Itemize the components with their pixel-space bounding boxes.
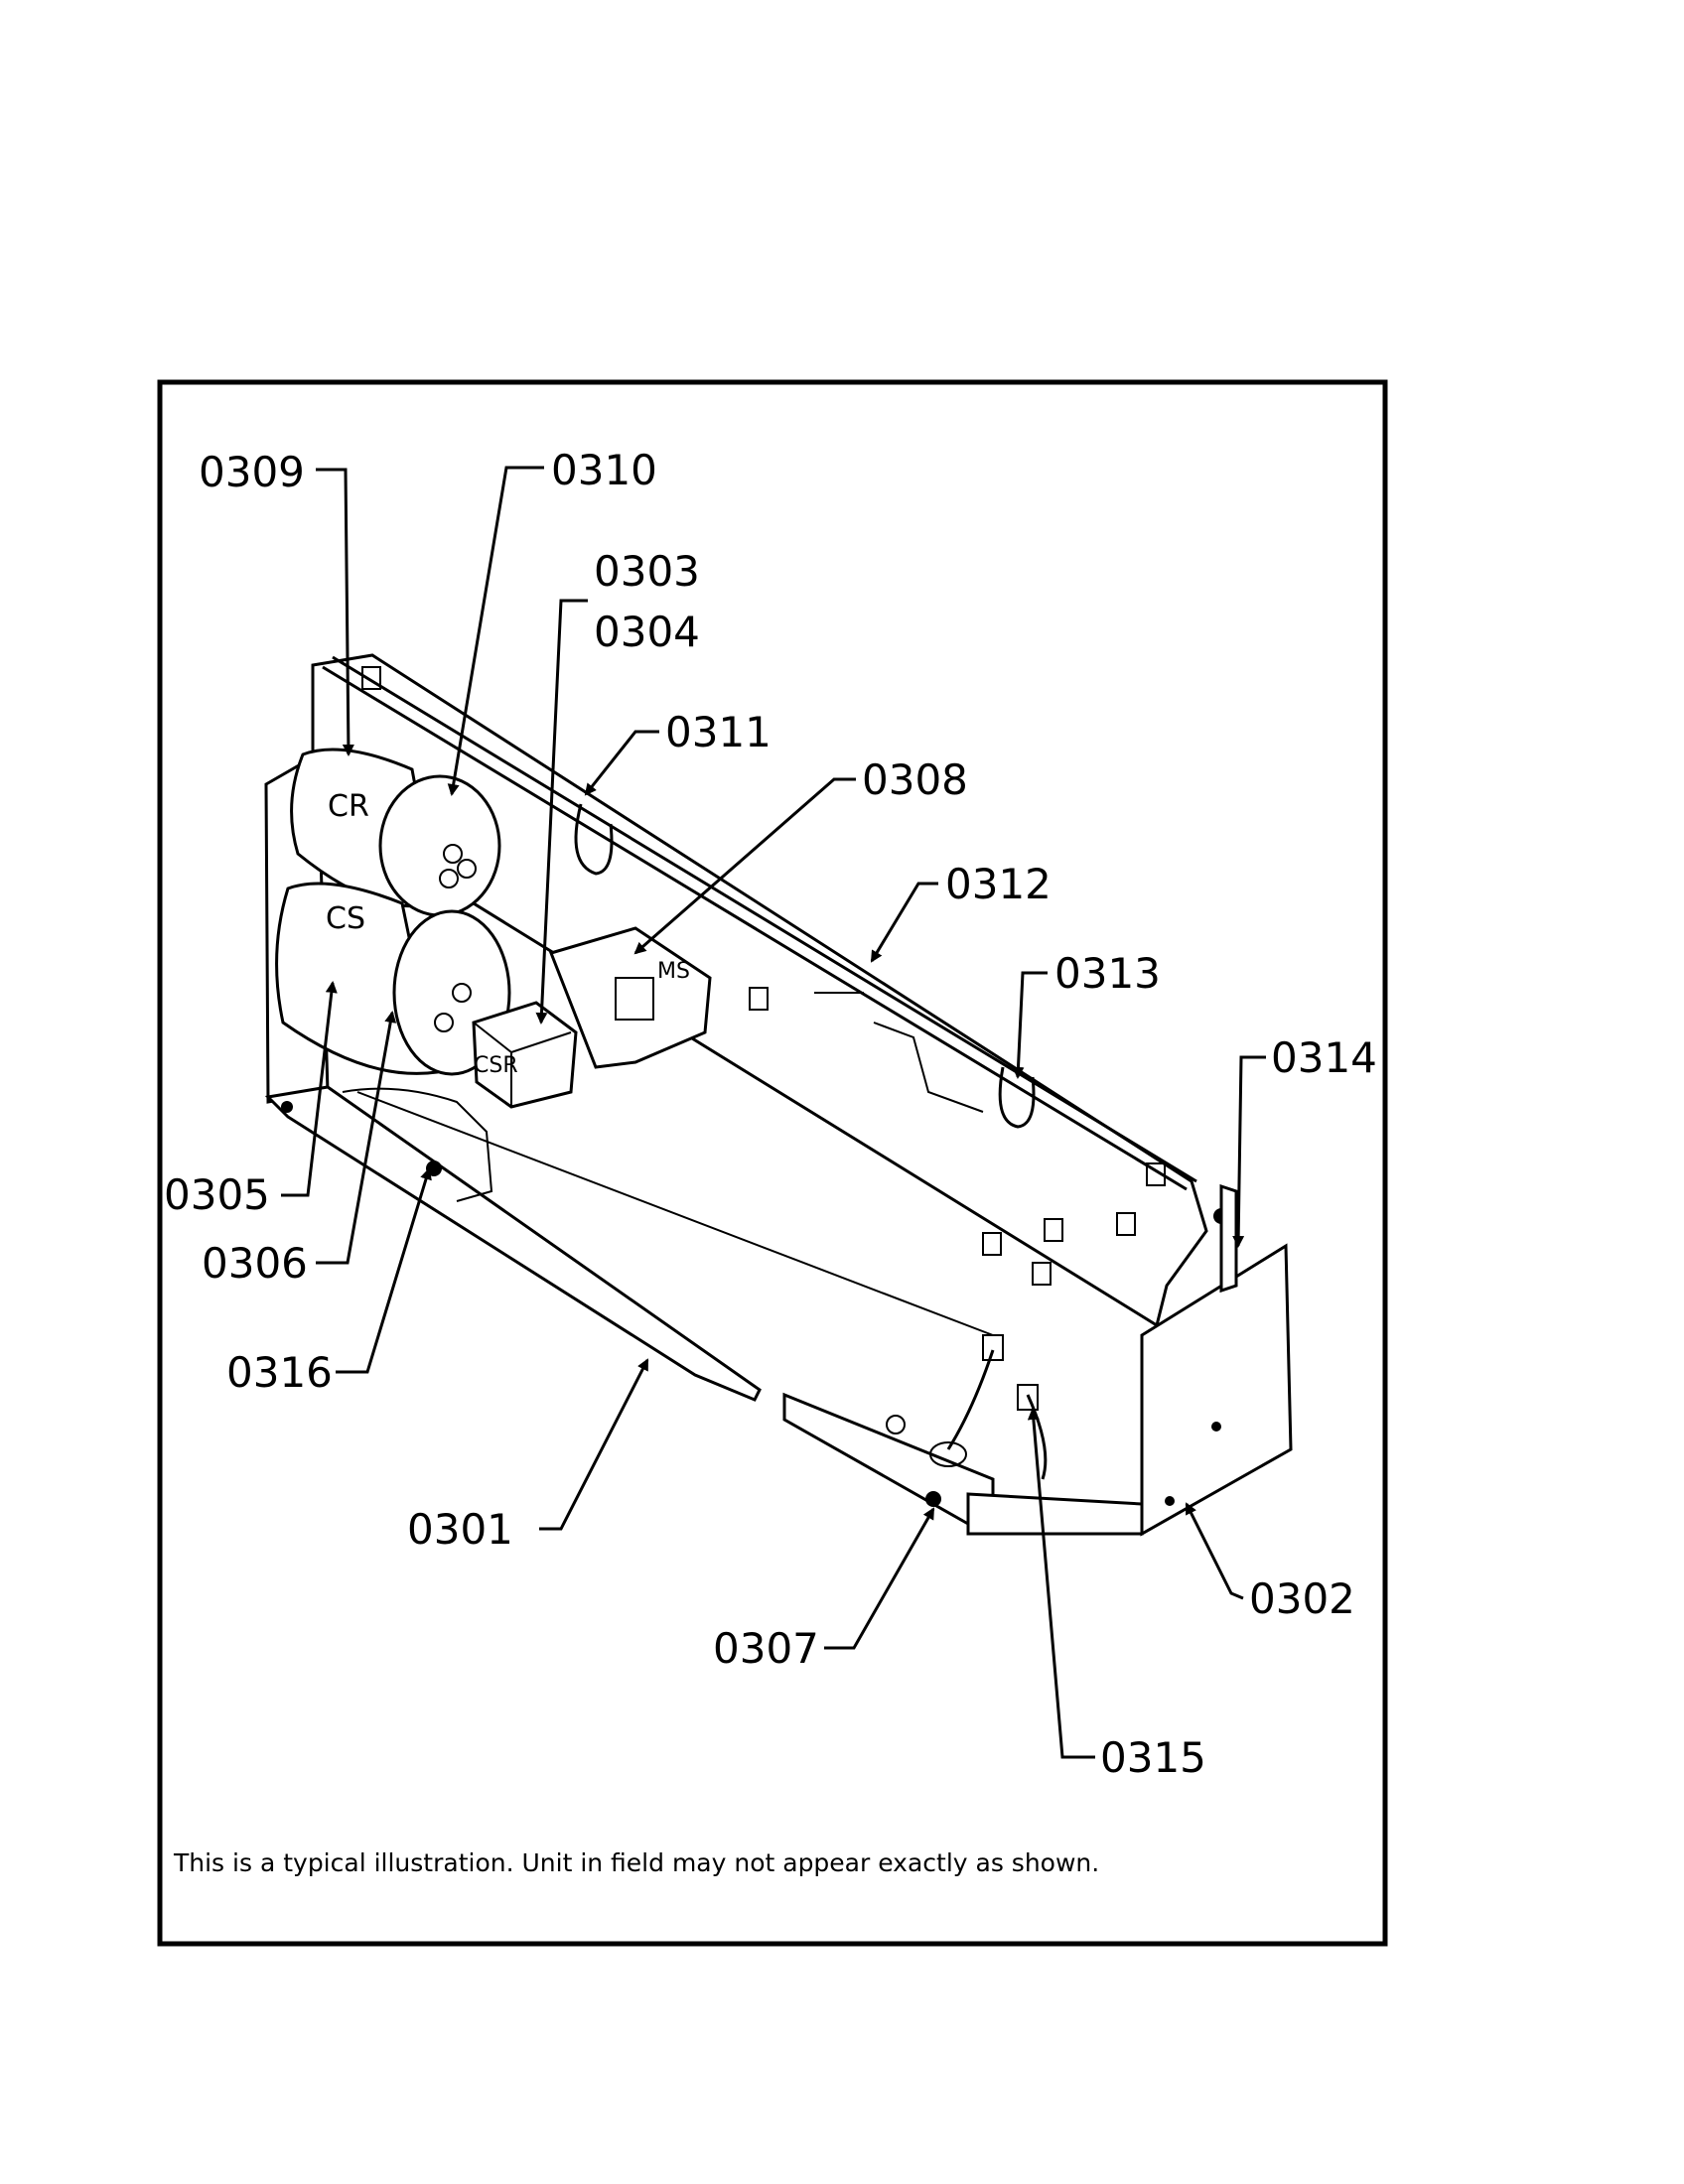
callout-0307: 0307 (713, 1624, 819, 1673)
csr-label: CSR (474, 1053, 518, 1078)
callout-0309: 0309 (199, 448, 305, 496)
top-rail (322, 655, 1197, 1191)
callout-0311: 0311 (665, 708, 772, 756)
panel-wiring (814, 992, 984, 1113)
bottom-wire-harness (946, 1349, 1048, 1480)
ground-wire (356, 1091, 994, 1336)
callout-0301: 0301 (407, 1505, 513, 1554)
base-rail (264, 1085, 762, 1402)
callout-labels: 0309 0310 0303 0304 0311 0308 0312 0313 … (164, 446, 1377, 1782)
bottom-tray (966, 1492, 1144, 1536)
harness-clip-0311 (574, 803, 614, 876)
callout-0313: 0313 (1054, 949, 1161, 998)
harness-clip-0313 (998, 1066, 1036, 1129)
callout-0304: 0304 (594, 608, 700, 656)
diagram-frame (157, 379, 1388, 1947)
cr-label: CR (328, 789, 369, 824)
callout-0316: 0316 (226, 1348, 333, 1397)
cs-capacitor: CS (275, 882, 511, 1076)
callout-0306: 0306 (202, 1239, 308, 1288)
callout-0308: 0308 (862, 755, 968, 804)
cr-capacitor: CR (290, 748, 501, 917)
callout-0305: 0305 (164, 1170, 270, 1219)
illustration-note: This is a typical illustration. Unit in … (173, 1848, 1099, 1877)
ms-switch: MS (549, 926, 712, 1069)
cs-label: CS (326, 901, 365, 936)
callout-0303: 0303 (594, 547, 700, 596)
callout-0312: 0312 (945, 860, 1052, 908)
ms-label: MS (657, 959, 690, 984)
callout-0315: 0315 (1100, 1733, 1206, 1782)
panel-mounting-holes (361, 666, 1166, 1286)
csr-relay: CSR (472, 1001, 578, 1109)
panel-cutout (342, 1087, 493, 1202)
leader-lines (281, 466, 1266, 1759)
callout-0302: 0302 (1249, 1574, 1355, 1623)
end-tab (1219, 1183, 1238, 1294)
callout-0314: 0314 (1271, 1033, 1377, 1082)
control-panel-assembly: CR CS CSR MS (264, 653, 1293, 1537)
callout-0310: 0310 (551, 446, 657, 494)
